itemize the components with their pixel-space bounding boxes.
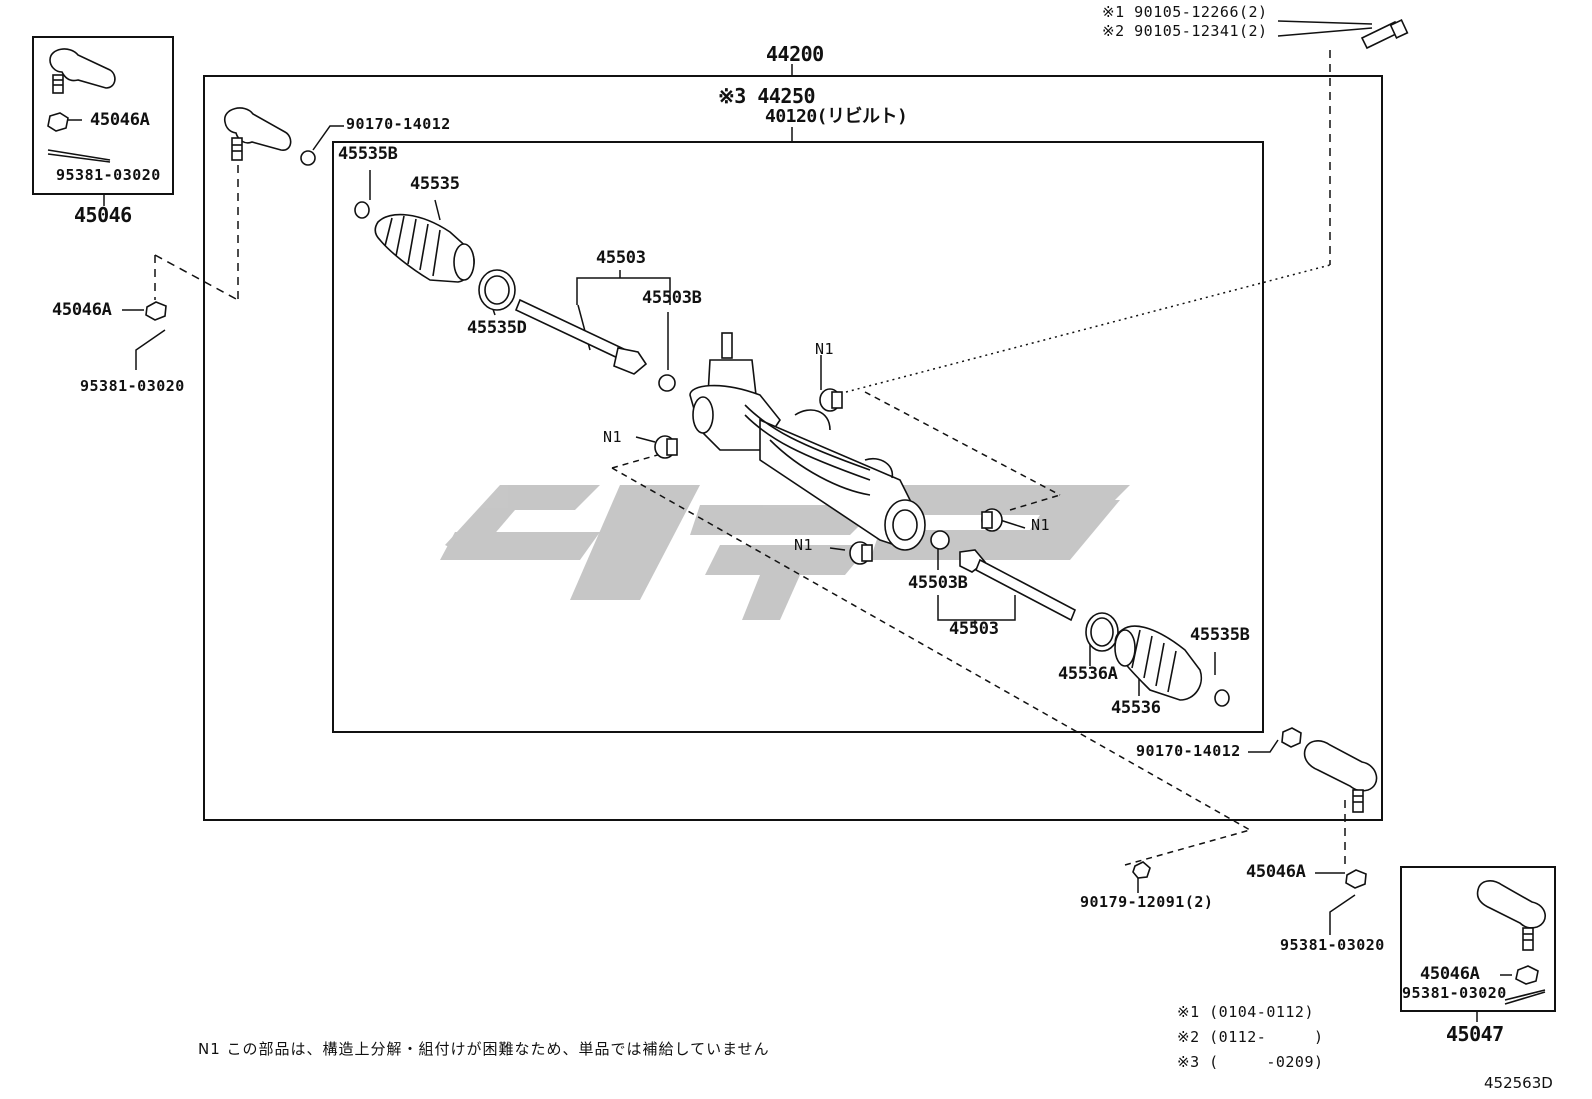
parts xyxy=(47,19,1546,1005)
label-lock-nut-left: 90170-14012 xyxy=(346,115,451,133)
label-boot-clip-right: 45535B xyxy=(1190,625,1250,645)
steering-gear-housing-icon xyxy=(689,332,926,551)
watermark-logo xyxy=(440,485,1130,620)
grommet-icon-n1-right xyxy=(981,508,1003,532)
cotter-pin-icon-inset-right xyxy=(1504,989,1546,1005)
label-tie-rod-end-right: 45047 xyxy=(1446,1022,1504,1046)
label-boot-left: 45535 xyxy=(410,174,460,194)
label-clamp-right: 45536A xyxy=(1058,664,1118,684)
nut-icon-inset-right xyxy=(1515,965,1539,985)
label-clamp-left: 45535D xyxy=(467,318,527,338)
label-pin-left: 95381-03020 xyxy=(80,377,185,395)
tie-rod-icon-left xyxy=(514,298,676,392)
nut-icon-right xyxy=(1345,869,1367,889)
nut-icon-left xyxy=(145,301,167,321)
n1-note: N1 この部品は、構造上分解・組付けが困難なため、単品では補給していません xyxy=(198,1040,770,1058)
label-washer-right: 45503B xyxy=(908,573,968,593)
label-n1-right: N1 xyxy=(1031,516,1051,534)
label-nut-inset-left: 45046A xyxy=(90,110,150,130)
diagram-id: 452563D xyxy=(1484,1074,1553,1092)
right-inset-frame xyxy=(1400,866,1556,1012)
label-boot-clip-left: 45535B xyxy=(338,144,398,164)
rack-boot-icon-left xyxy=(374,213,475,283)
grommet-icon-small xyxy=(1132,861,1151,879)
date-range-2: ※2 (0112- ) xyxy=(1177,1028,1324,1046)
grommet-icon-n1-top xyxy=(819,388,843,412)
frames xyxy=(32,36,1556,1012)
grommet-icon-n1-left xyxy=(654,435,678,459)
tie-rod-end-icon-left xyxy=(224,107,292,161)
tie-rod-end-icon-inset-left xyxy=(49,48,116,94)
rack-inner-frame xyxy=(332,141,1264,733)
lock-nut-icon-right xyxy=(1281,727,1302,748)
label-rack-assy-variant: ※3 44250 xyxy=(718,84,816,108)
boot-clip-icon-right xyxy=(1214,689,1230,707)
boot-clip-icon-left xyxy=(354,201,370,219)
tie-rod-washer-icon-right xyxy=(930,530,950,550)
rack-boot-icon-right xyxy=(1114,625,1202,701)
label-n1-mid: N1 xyxy=(794,536,814,554)
grommet-icon-n1-mid xyxy=(849,541,873,565)
tie-rod-end-icon-inset-right xyxy=(1476,880,1546,951)
label-tie-rod-right: 45503 xyxy=(949,619,999,639)
date-range-3: ※3 ( -0209) xyxy=(1177,1053,1324,1071)
label-n1-left: N1 xyxy=(603,428,623,446)
label-washer-left: 45503B xyxy=(642,288,702,308)
assembly-outer-frame xyxy=(203,75,1383,821)
label-pin-right: 95381-03020 xyxy=(1280,936,1385,954)
boot-clamp-icon-right xyxy=(1085,612,1119,652)
label-boot-right: 45536 xyxy=(1111,698,1161,718)
label-pin-inset-left: 95381-03020 xyxy=(56,166,161,184)
tie-rod-end-icon-right xyxy=(1303,740,1378,813)
label-grommet: 90179-12091(2) xyxy=(1080,893,1214,911)
label-lock-nut-right: 90170-14012 xyxy=(1136,742,1241,760)
label-tie-rod-left: 45503 xyxy=(596,248,646,268)
label-n1-top: N1 xyxy=(815,340,835,358)
left-inset-frame xyxy=(32,36,174,195)
boot-clamp-icon-left xyxy=(478,269,516,311)
label-rack-assy: 44200 xyxy=(766,42,824,66)
label-nut-inset-right: 45046A xyxy=(1420,964,1480,984)
label-nut-right: 45046A xyxy=(1246,862,1306,882)
tie-rod-icon-right xyxy=(959,549,1077,622)
cotter-pin-icon-inset-left xyxy=(47,149,111,163)
guide-lines xyxy=(154,50,1346,866)
nut-icon-inset-left xyxy=(47,112,69,132)
date-range-1: ※1 (0104-0112) xyxy=(1177,1003,1314,1021)
label-rebuilt: 40120(リビルト) xyxy=(765,106,908,127)
label-tie-rod-end-left: 45046 xyxy=(74,203,132,227)
label-bolt-1: ※1 90105-12266(2) xyxy=(1102,3,1268,21)
bolt-icon xyxy=(1360,19,1409,50)
lock-nut-icon-left xyxy=(300,150,316,166)
label-pin-inset-right: 95381-03020 xyxy=(1402,984,1507,1002)
label-bolt-2: ※2 90105-12341(2) xyxy=(1102,22,1268,40)
label-nut-left: 45046A xyxy=(52,300,112,320)
